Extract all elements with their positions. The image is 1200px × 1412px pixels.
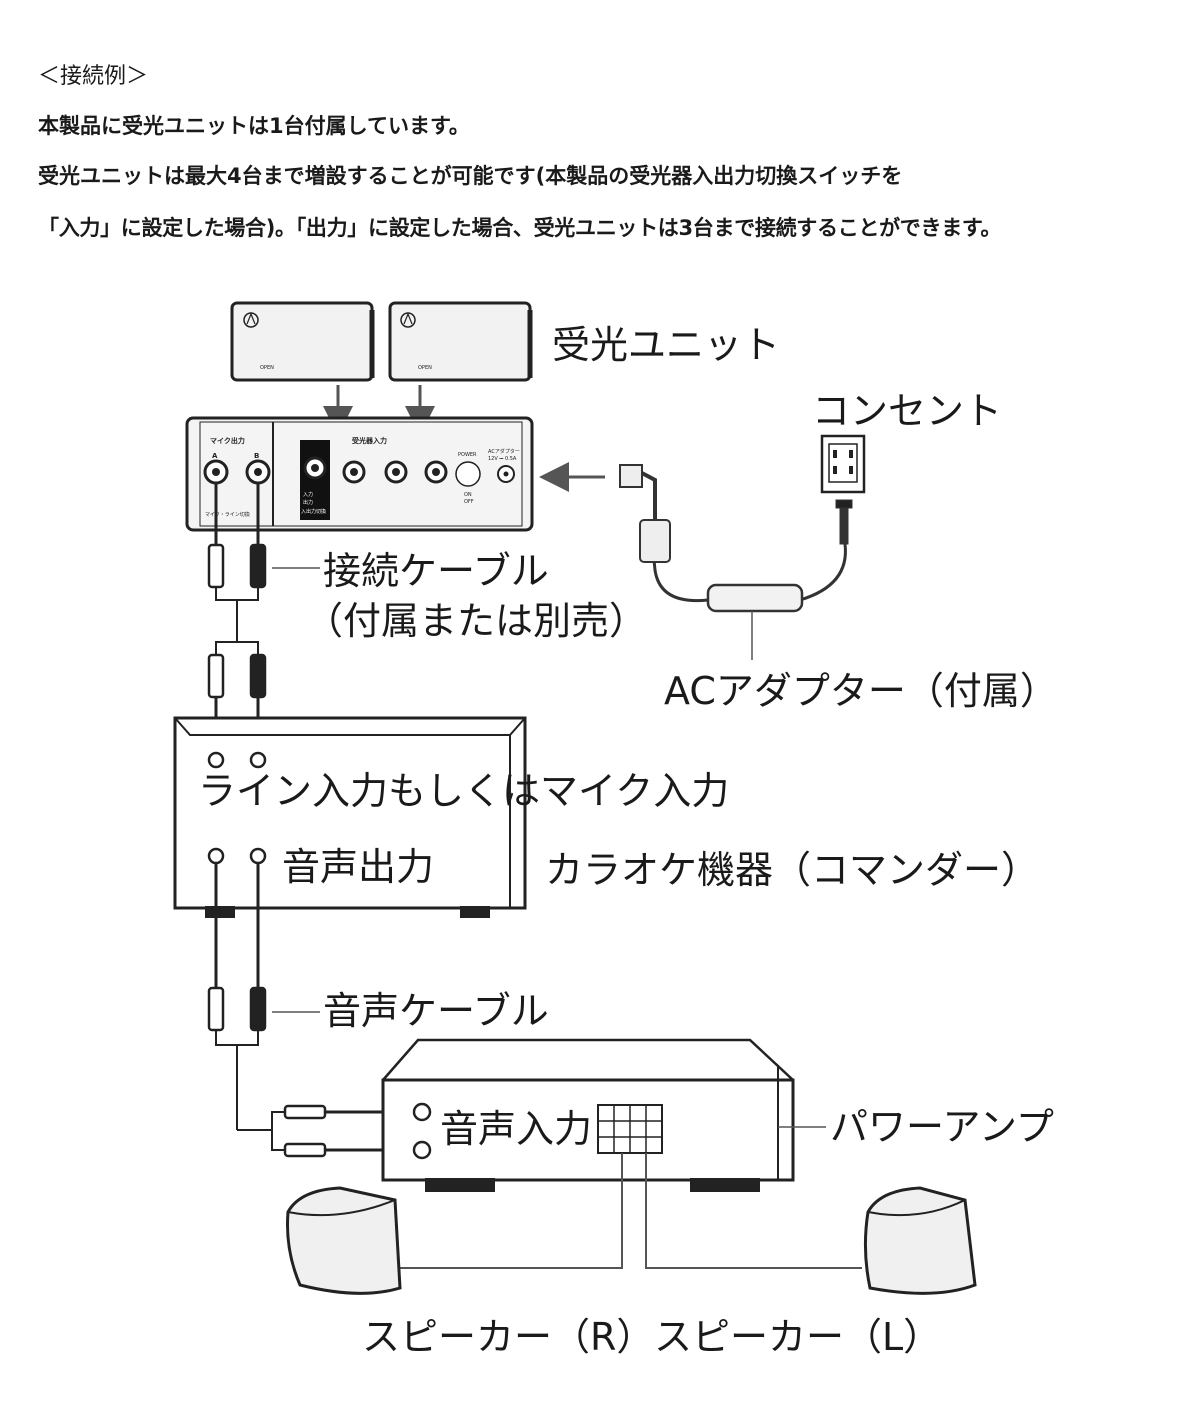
wall-outlet-icon bbox=[820, 434, 866, 494]
switch-name-label: 入出力切換 bbox=[301, 508, 326, 515]
ac-adapter bbox=[619, 464, 853, 660]
receiver-unit-1: OPEN bbox=[230, 301, 375, 382]
speaker-wire-r bbox=[400, 1153, 623, 1269]
label-power-amp: パワーアンプ bbox=[830, 1105, 1054, 1149]
switch-in-label: 入力 bbox=[303, 491, 313, 498]
label-outlet: コンセント bbox=[812, 389, 1002, 433]
receiver-unit-2: OPEN bbox=[388, 301, 533, 382]
mic-line-switch-label: マイク・ライン切換 bbox=[205, 511, 250, 518]
power-off-label: OFF bbox=[464, 499, 474, 505]
label-audio-output: 音声出力 bbox=[282, 845, 434, 889]
label-ac-adapter: ACアダプター（付属） bbox=[664, 669, 1058, 713]
power-button bbox=[455, 461, 481, 487]
label-speaker-r: スピーカー（R） bbox=[362, 1315, 654, 1359]
ferrite-core-icon bbox=[639, 519, 671, 563]
label-audio-input: 音声入力 bbox=[440, 1107, 592, 1151]
jack-a-label: A bbox=[212, 452, 218, 460]
label-audio-cable: 音声ケーブル bbox=[323, 989, 549, 1033]
mic-out-label: マイク出力 bbox=[210, 436, 245, 445]
speaker-r bbox=[286, 1186, 402, 1295]
main-unit: マイク出力 A B マイク・ライン切換 受光器入力 入力 出力 入出力切換 PO… bbox=[185, 416, 534, 532]
label-receiver-unit: 受光ユニット bbox=[552, 323, 780, 367]
line-input-jack bbox=[249, 751, 267, 769]
audio-input-jack bbox=[412, 1102, 432, 1122]
audio-input-jack bbox=[412, 1140, 432, 1160]
power-amp bbox=[381, 1038, 826, 1192]
label-line-mic-input: ライン入力もしくはマイク入力 bbox=[198, 769, 729, 813]
dc-rating-label: 12V ⎓ 0.5A bbox=[488, 456, 517, 462]
label-connect-cable-note: （付属または別売） bbox=[305, 599, 647, 643]
ac-adapter-jack-label: ACアダプター bbox=[488, 448, 520, 455]
audio-output-jack bbox=[207, 847, 225, 865]
jack-b-label: B bbox=[254, 452, 259, 460]
label-karaoke: カラオケ機器（コマンダー） bbox=[545, 848, 1039, 892]
speaker-wire-l bbox=[645, 1153, 862, 1269]
label-connect-cable: 接続ケーブル bbox=[323, 549, 549, 593]
audio-cable bbox=[207, 863, 412, 1158]
karaoke-equipment bbox=[173, 716, 527, 918]
label-speaker-l: スピーカー（L） bbox=[654, 1315, 941, 1359]
header-line-3: 「入力」に設定した場合)。「出力」に設定した場合、受光ユニットは3台まで接続する… bbox=[38, 216, 1002, 240]
dc-plug-icon bbox=[619, 464, 643, 488]
line-input-jack bbox=[207, 751, 225, 769]
header-title: ＜接続例＞ bbox=[38, 64, 149, 89]
switch-out-label: 出力 bbox=[303, 499, 313, 506]
receiver-input-label: 受光器入力 bbox=[352, 436, 387, 445]
power-label: POWER bbox=[458, 452, 477, 458]
open-label: OPEN bbox=[418, 365, 432, 371]
ac-adapter-body bbox=[706, 583, 804, 613]
open-label: OPEN bbox=[260, 365, 274, 371]
power-on-label: ON bbox=[464, 492, 472, 498]
header-line-2: 受光ユニットは最大4台まで増設することが可能です(本製品の受光器入出力切換スイッ… bbox=[38, 164, 903, 188]
audio-output-jack bbox=[249, 847, 267, 865]
speaker-l bbox=[863, 1186, 977, 1295]
header-line-1: 本製品に受光ユニットは1台付属しています。 bbox=[38, 114, 470, 138]
